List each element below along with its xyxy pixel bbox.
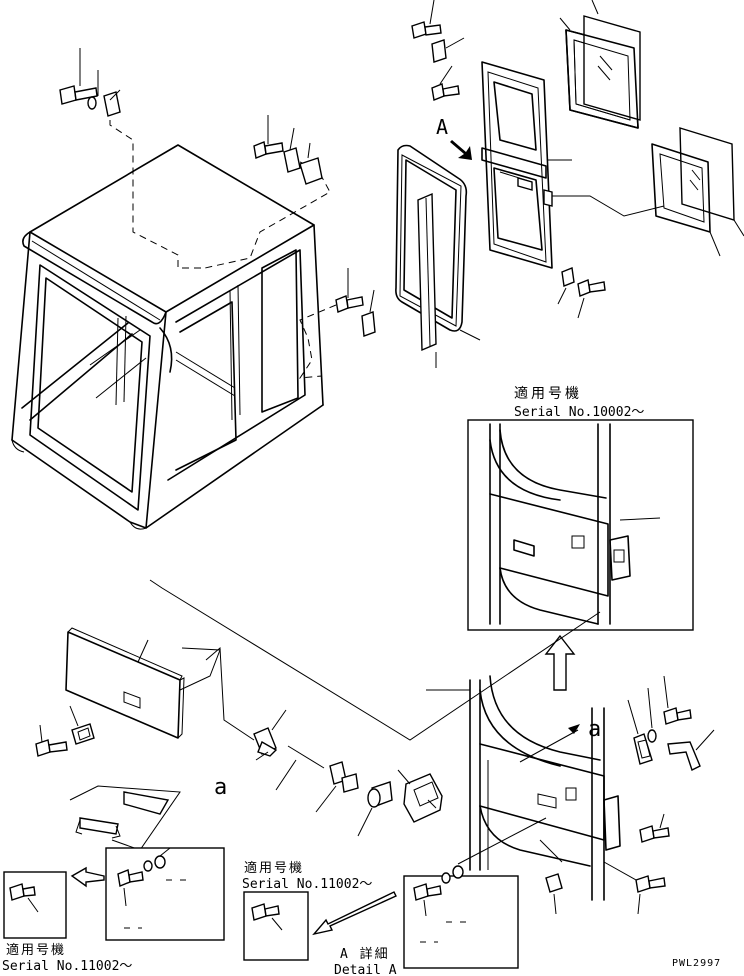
hex-bolt (251, 903, 280, 921)
ref-a-right: a (588, 717, 601, 742)
serial-10002-detail: 適用号機 Serial No.10002～ (467, 385, 694, 631)
view-arrow-a: A (436, 115, 472, 160)
serial-left-en: Serial No.11002～ (2, 959, 132, 974)
up-arrow (544, 634, 576, 691)
connection-line (205, 646, 255, 741)
door-frame-closeup (489, 423, 661, 625)
door-seal-frame (395, 144, 481, 368)
hex-bolt (9, 883, 36, 901)
serial-mid-en: Serial No.11002～ (242, 877, 372, 892)
serial-mid-jp: 適用号機 (244, 860, 304, 876)
detail-box-bolt-washer-right (403, 817, 547, 969)
hex-bolt (639, 825, 670, 843)
detail-box-bolt-washer-left (105, 847, 225, 941)
hex-bolt (253, 141, 284, 159)
connection-line (149, 579, 601, 741)
serial-11002-mid-detail: 適用号機 Serial No.11002～ (242, 860, 397, 961)
cover-panel (65, 627, 221, 739)
hex-bolt (117, 869, 144, 887)
serial-11002-left-detail: 適用号機 Serial No.11002～ (2, 866, 132, 974)
serial-top-en: Serial No.10002～ (514, 405, 644, 420)
detail-a-jp: A 詳細 (340, 946, 390, 962)
view-a-label: A (436, 115, 448, 139)
drawing-code: PWL2997 (672, 958, 721, 969)
hex-bolt (577, 279, 606, 297)
window-glass-lower (651, 127, 744, 257)
door-panel (481, 61, 665, 269)
cab-bolts (59, 48, 376, 337)
mounting-dashed-lines (109, 108, 337, 379)
window-glass-upper (559, 0, 641, 129)
hex-bolt (635, 875, 666, 893)
ref-a-left: a (214, 775, 227, 800)
hex-bolt (335, 295, 364, 313)
serial-left-jp: 適用号機 (6, 942, 66, 958)
latch-parts: a (35, 705, 443, 851)
detail-a-caption: A 詳細 Detail A (334, 946, 397, 976)
hex-bolt (663, 707, 692, 725)
hex-bolt (35, 739, 68, 757)
hex-bolt (413, 883, 442, 901)
serial-top-jp: 適用号機 (514, 385, 582, 402)
door-closeup-lower: a (426, 675, 621, 901)
hex-bolt (411, 21, 442, 39)
detail-a-en: Detail A (334, 963, 397, 976)
hex-bolt (431, 83, 460, 101)
cab-frame (11, 144, 324, 530)
handle-parts-right (545, 675, 715, 915)
door-bolts (411, 0, 606, 319)
